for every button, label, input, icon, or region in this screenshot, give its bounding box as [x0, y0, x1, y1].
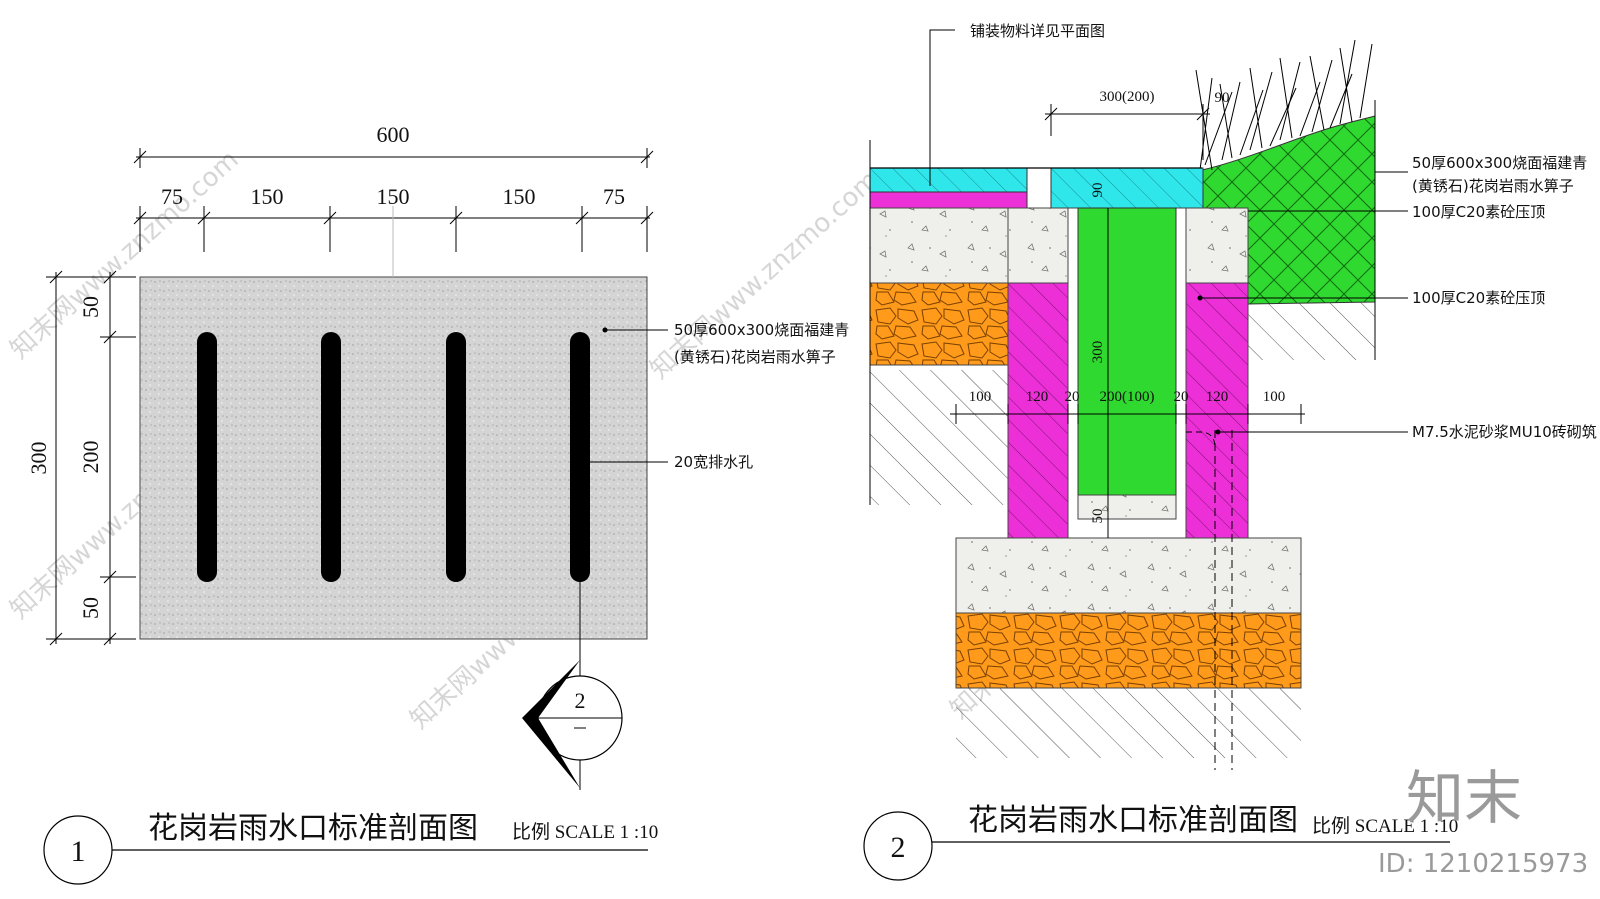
left-paving-stone	[869, 167, 1028, 193]
dim-segment: 150	[251, 184, 284, 209]
granite-grate	[1050, 167, 1204, 209]
note-cover-line2: (黄锈石)花岗岩雨水箅子	[1412, 177, 1574, 195]
dim-height-segment: 50	[78, 597, 103, 619]
dim-grate-width: 300(200)	[1100, 89, 1155, 105]
figure-title: 花岗岩雨水口标准剖面图	[148, 811, 478, 846]
dim-height-segment: 50	[78, 296, 103, 318]
grass	[1195, 39, 1373, 171]
dimensions-left	[46, 270, 136, 646]
figure-number-circle	[863, 811, 933, 881]
dim-overall-height: 300	[26, 442, 51, 475]
dim-segment: 75	[161, 184, 183, 209]
earth-hatch	[1245, 300, 1375, 360]
site-logo: 知末	[1406, 764, 1522, 832]
drainage-slots	[197, 332, 590, 582]
dim-bottom: 120	[1206, 389, 1229, 405]
granite-cover-slab	[139, 276, 648, 640]
figure-number: 2	[891, 831, 906, 864]
leader-dot	[1215, 429, 1221, 435]
dim-segment: 150	[377, 184, 410, 209]
note-c20-wall: 100厚C20素砼压顶	[1412, 289, 1545, 307]
dim-top-90: 90	[1215, 90, 1230, 106]
note-cover-line1: 50厚600x300烧面福建青	[1412, 154, 1587, 172]
section-mark: 2	[522, 572, 623, 790]
dim-grate-thickness: 90	[1090, 183, 1106, 198]
dim-bottom: 200(100)	[1100, 389, 1155, 405]
earth-hatch	[870, 370, 1010, 505]
base-gravel	[955, 612, 1302, 689]
note-cover-line1: 50厚600x300烧面福建青	[674, 321, 849, 339]
dim-top-line	[1044, 104, 1210, 160]
note-cover-line2: (黄锈石)花岗岩雨水箅子	[674, 348, 836, 366]
right-concrete-cap	[1185, 207, 1249, 284]
earth-hatch	[956, 688, 1301, 758]
dim-bottom: 120	[1026, 389, 1049, 405]
figure2-section: 铺装物料详见平面图 300(200) 90 90 300 50 100	[863, 22, 1597, 881]
note-drain-hole: 20宽排水孔	[674, 453, 753, 471]
dimensions-top	[133, 148, 654, 277]
dim-overall-width: 600	[377, 122, 410, 147]
chamber-green-zone	[1077, 207, 1177, 496]
dim-bottom: 20	[1065, 389, 1080, 405]
site-logo-id: ID: 1210215973	[1378, 849, 1588, 879]
dim-bottom: 20	[1174, 389, 1189, 405]
dim-bottom-50: 50	[1090, 509, 1106, 524]
dim-height-segment: 200	[78, 441, 103, 474]
leader-dot	[1197, 295, 1203, 301]
left-concrete-cap	[1007, 207, 1069, 284]
left-concrete-base	[869, 207, 1009, 284]
note-brick-masonry: M7.5水泥砂浆MU10砖砌筑	[1412, 423, 1597, 441]
left-mortar-bed	[869, 191, 1028, 209]
figure1-plan: 600 75 150 150 150 75 300 50 200 50 50厚6…	[26, 122, 849, 885]
dim-bottom-line	[950, 404, 1305, 424]
dim-bottom: 100	[1263, 389, 1286, 405]
figure-scale: 比例 SCALE 1 :10	[512, 821, 658, 843]
leader-line	[929, 29, 955, 186]
pipe-bend	[1186, 431, 1216, 449]
note-c20-top: 100厚C20素砼压顶	[1412, 203, 1545, 221]
left-brick-wall	[1007, 282, 1069, 539]
section-mark-number: 2	[575, 688, 586, 713]
figure-title: 花岗岩雨水口标准剖面图	[968, 803, 1298, 838]
note-paving: 铺装物料详见平面图	[970, 22, 1105, 40]
chamber-bottom-concrete	[1077, 494, 1177, 520]
dim-bottom: 100	[969, 389, 992, 405]
right-brick-wall	[1185, 282, 1249, 539]
leader-dot	[602, 327, 608, 333]
base-concrete	[955, 537, 1302, 614]
left-gravel-layer	[869, 282, 1009, 366]
figure-number: 1	[71, 835, 86, 868]
dim-segment: 150	[503, 184, 536, 209]
dim-chamber-depth: 300	[1090, 341, 1106, 364]
dim-segment: 75	[603, 184, 625, 209]
figure-scale: 比例 SCALE 1 :10	[1312, 815, 1458, 837]
